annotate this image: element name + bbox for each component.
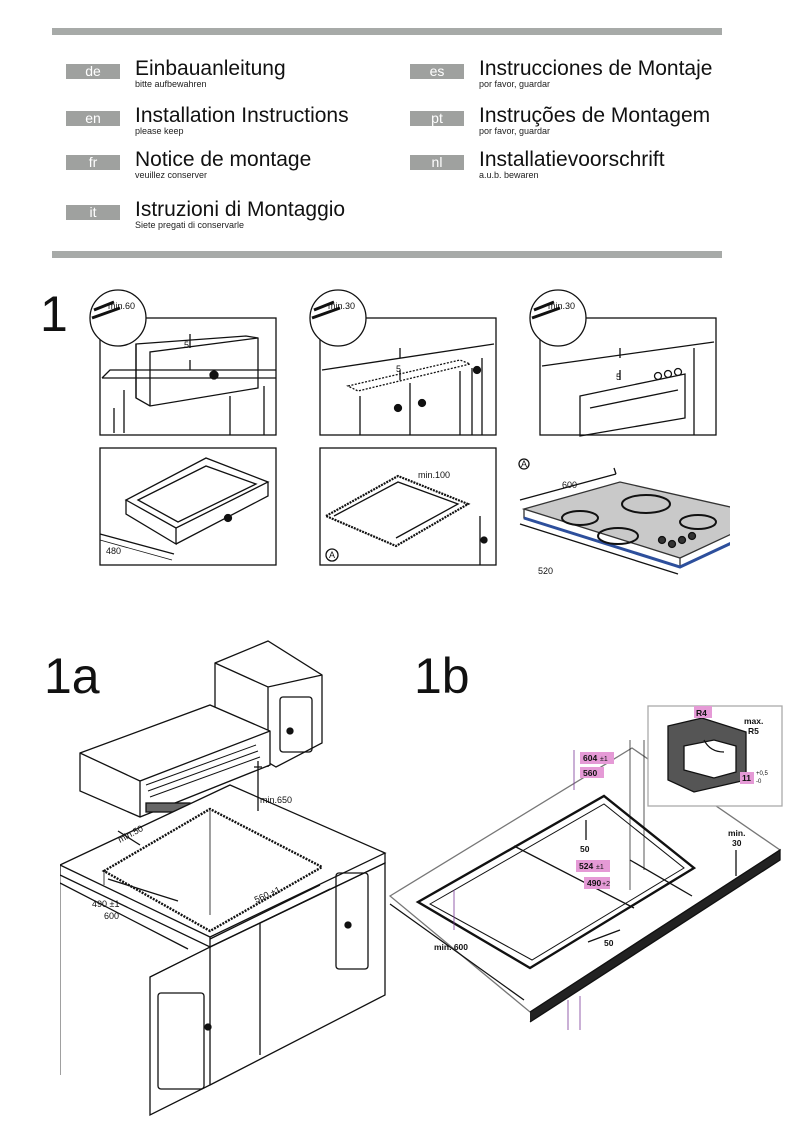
figure-1b-number: 1b xyxy=(414,648,470,704)
dim-560-label: 560 xyxy=(583,768,597,778)
lang-subtitle: por favor, guardar xyxy=(479,79,551,89)
panel-drawer xyxy=(99,447,277,566)
highlight-524 xyxy=(576,860,610,872)
lang-title: Installatievoorschrift xyxy=(479,148,665,171)
lang-fr: fr Notice de montage veuillez conserver xyxy=(66,148,396,184)
lang-de: de Einbauanleitung bitte aufbewahren xyxy=(66,57,396,93)
figure-1-number: 1 xyxy=(40,286,68,342)
figure-1b-illustration: 604 ±1 560 50 524 ±1 490 +2 50 min. 600 … xyxy=(388,705,783,1030)
detail-circle-3 xyxy=(529,289,587,347)
highlight-604 xyxy=(580,752,614,764)
lang-code: it xyxy=(66,205,120,220)
max-label-b: R5 xyxy=(748,726,759,736)
lang-subtitle: please keep xyxy=(135,126,184,136)
min-30-label-a: min. xyxy=(728,828,745,838)
lang-code: fr xyxy=(66,155,120,170)
figure-1a-illustration: min.650 min.50 490 ±1 560 ±1 600 xyxy=(60,640,387,1117)
gap-label-2: 5 xyxy=(396,364,401,374)
detail-label-3: min.30 xyxy=(548,301,575,311)
lang-subtitle: por favor, guardar xyxy=(479,126,551,136)
dim-50a-label: 50 xyxy=(580,844,590,854)
highlight-560 xyxy=(580,767,604,778)
lang-subtitle: veuillez conserver xyxy=(135,170,208,180)
bottom-divider xyxy=(52,251,722,258)
dim-11-label: 11 xyxy=(742,773,751,783)
gap-label-1: 5 xyxy=(184,340,189,350)
highlight-r4 xyxy=(694,706,712,718)
worktop-label: 600 xyxy=(104,911,119,921)
mark-a-hob-label: A xyxy=(521,459,527,469)
drawer-depth-label: 480 xyxy=(106,546,121,556)
mark-a-label: A xyxy=(329,550,335,560)
panel-cutout xyxy=(319,447,497,566)
dim-90-label: 90 xyxy=(726,788,736,798)
r4-label: R4 xyxy=(696,708,707,718)
max-label-a: max. xyxy=(744,716,763,726)
gap-label-3: 5 xyxy=(616,372,621,382)
lang-title: Instrucciones de Montaje xyxy=(479,57,713,80)
cutout-min-label: min.100 xyxy=(418,470,450,480)
dim-490-tol-label: +2 xyxy=(602,881,610,888)
detail-circle-2 xyxy=(309,289,367,347)
hob-depth-label: 520 xyxy=(538,566,553,576)
figure-1a-number: 1a xyxy=(44,648,100,704)
highlight-11 xyxy=(740,772,754,784)
figure-1-illustration: min.60 min.30 min.30 5 5 5 480 min.100 A… xyxy=(89,289,730,576)
cut-depth-label: 490 ±1 xyxy=(92,899,119,909)
dim-524-tol-label: ±1 xyxy=(596,864,604,871)
lang-title: Notice de montage xyxy=(135,148,312,171)
dim-11-tol-b: -0 xyxy=(756,779,762,785)
panel-cabinet-strip xyxy=(319,317,497,436)
lang-code: nl xyxy=(410,155,464,170)
hood-min-label: min.650 xyxy=(260,795,292,805)
hob-width-label: 600 xyxy=(562,480,577,490)
detail-label-2: min.30 xyxy=(328,301,355,311)
top-divider xyxy=(52,28,722,35)
lang-code: pt xyxy=(410,111,464,126)
lang-subtitle: bitte aufbewahren xyxy=(135,79,207,89)
lang-title: Einbauanleitung xyxy=(135,57,286,80)
highlight-490 xyxy=(584,877,610,889)
detail-label-1: min.60 xyxy=(108,301,135,311)
lang-en: en Installation Instructions please keep xyxy=(66,104,396,140)
dim-524-label: 524 xyxy=(579,861,593,871)
min-600-label: min. 600 xyxy=(434,942,468,952)
panel-drawer-cabinet xyxy=(99,317,277,436)
lang-title: Installation Instructions xyxy=(135,104,349,127)
lang-code: en xyxy=(66,111,120,126)
dim-11-tol-a: +0,5 xyxy=(756,771,769,777)
panel-oven-cabinet xyxy=(539,317,717,436)
lang-pt: pt Instruções de Montagem por favor, gua… xyxy=(410,104,740,140)
lang-subtitle: Siete pregati di conservarle xyxy=(135,220,245,230)
lang-nl: nl Installatievoorschrift a.u.b. bewaren xyxy=(410,148,740,184)
detail-circle-1 xyxy=(89,289,147,347)
dim-604-label: 604 xyxy=(583,753,597,763)
lang-code: es xyxy=(410,64,464,79)
lang-title: Istruzioni di Montaggio xyxy=(135,198,346,221)
lang-code: de xyxy=(66,64,120,79)
lang-subtitle: a.u.b. bewaren xyxy=(479,170,539,180)
lang-es: es Instrucciones de Montaje por favor, g… xyxy=(410,57,740,93)
dim-604-tol-label: ±1 xyxy=(600,756,608,763)
lang-title: Instruções de Montagem xyxy=(479,104,711,127)
min-30-label-b: 30 xyxy=(732,838,742,848)
lang-it: it Istruzioni di Montaggio Siete pregati… xyxy=(66,198,396,234)
dim-490-label: 490 xyxy=(587,878,601,888)
dim-50b-label: 50 xyxy=(604,938,614,948)
